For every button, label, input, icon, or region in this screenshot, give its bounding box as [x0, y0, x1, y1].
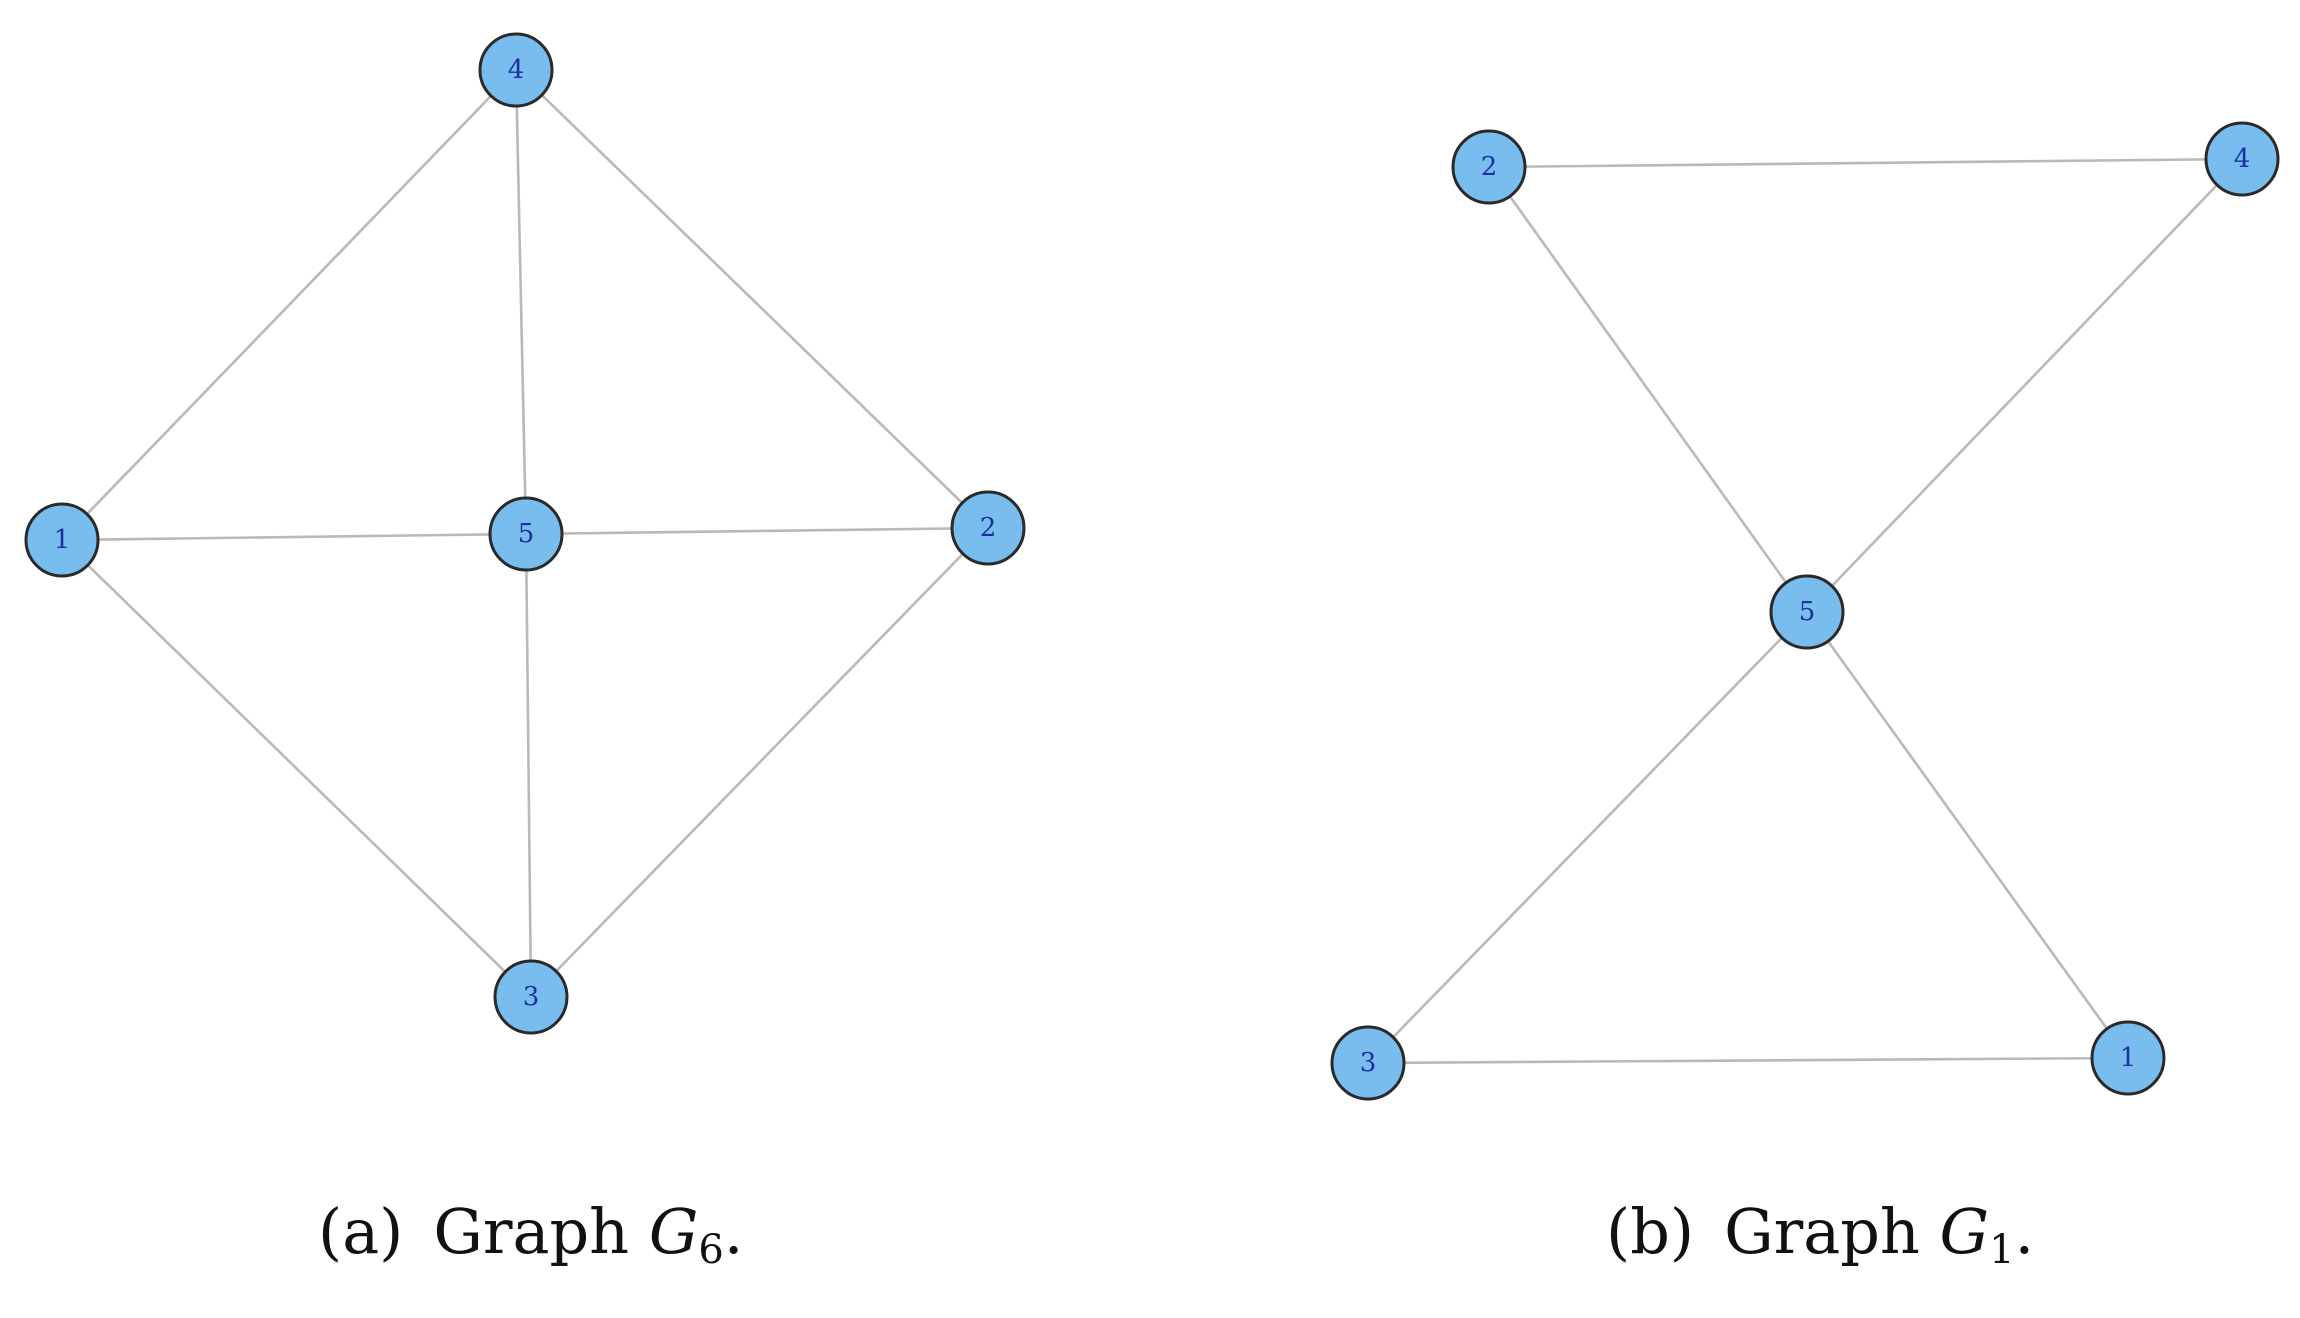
caption-graph-g1: (b) Graph G1. [1606, 1195, 2035, 1270]
node-label: 1 [54, 525, 71, 555]
graph-g1-edges [1367, 157, 2243, 1065]
node-label: 3 [1360, 1048, 1377, 1078]
node-label: 5 [1799, 597, 1816, 627]
edge-4-5 [1806, 158, 2243, 613]
node-4: 4 [478, 32, 554, 108]
node-circle [1451, 129, 1527, 205]
node-circle [950, 490, 1026, 566]
edge-1-5 [61, 532, 527, 542]
node-circle [493, 959, 569, 1035]
edge-2-4 [1488, 157, 2243, 169]
edge-2-3 [530, 527, 989, 998]
node-3: 3 [493, 959, 569, 1035]
node-label: 1 [2120, 1043, 2137, 1073]
node-label: 2 [980, 513, 997, 543]
edge-5-3 [1367, 611, 1808, 1064]
edge-5-2 [525, 526, 989, 536]
edge-2-5 [1487, 166, 1809, 613]
caption-subscript: 1 [1989, 1227, 2015, 1273]
node-circle [478, 32, 554, 108]
caption-text: Graph [433, 1195, 630, 1268]
caption-symbol: G [1939, 1195, 1990, 1268]
node-label: 4 [508, 55, 525, 85]
graph-g1-nodes: 1 2 3 4 5 [1330, 121, 2280, 1101]
node-circle [488, 496, 564, 572]
node-4: 4 [2204, 121, 2280, 197]
caption-end: . [723, 1195, 744, 1268]
node-1: 1 [2090, 1020, 2166, 1096]
node-circle [1330, 1025, 1406, 1101]
node-5: 5 [1769, 574, 1845, 650]
graph-g6: 1 2 3 4 5 [24, 32, 1026, 1035]
node-circle [2090, 1020, 2166, 1096]
edge-1-3 [61, 539, 532, 998]
caption-subscript: 6 [698, 1227, 724, 1273]
edge-4-5 [514, 69, 528, 535]
node-circle [24, 502, 100, 578]
caption-end: . [2014, 1195, 2035, 1268]
node-circle [1769, 574, 1845, 650]
caption-symbol: G [648, 1195, 699, 1268]
graph-g6-nodes: 1 2 3 4 5 [24, 32, 1026, 1035]
node-2: 2 [1451, 129, 1527, 205]
caption-graph-g6: (a) Graph G6. [318, 1195, 744, 1270]
node-label: 3 [523, 982, 540, 1012]
node-label: 2 [1481, 152, 1498, 182]
edge-5-3 [524, 533, 533, 998]
caption-tag: (b) [1606, 1195, 1695, 1268]
node-2: 2 [950, 490, 1026, 566]
edge-5-1 [1805, 611, 2130, 1059]
node-label: 4 [2234, 144, 2251, 174]
node-circle [2204, 121, 2280, 197]
graph-g6-edges [61, 69, 989, 998]
edge-3-1 [1367, 1056, 2129, 1065]
node-1: 1 [24, 502, 100, 578]
caption-tag: (a) [318, 1195, 404, 1268]
edge-4-2 [515, 69, 989, 529]
graph-g1: 1 2 3 4 5 [1330, 121, 2280, 1101]
node-label: 5 [518, 519, 535, 549]
edge-1-4 [61, 69, 517, 541]
node-5: 5 [488, 496, 564, 572]
node-3: 3 [1330, 1025, 1406, 1101]
caption-text: Graph [1724, 1195, 1920, 1268]
